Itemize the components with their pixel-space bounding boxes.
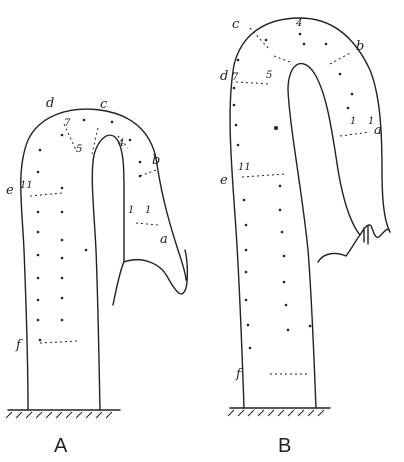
figure-a-number-5: 5	[76, 144, 82, 155]
figure-b-line-a	[340, 132, 370, 136]
figure-a-line-a	[136, 223, 158, 225]
figure-a-number-7: 7	[64, 118, 71, 129]
figure-b-line-c	[250, 28, 270, 50]
figure-b-number-11: 11	[238, 162, 251, 173]
figure-b-ground	[228, 408, 330, 416]
figure-b-line-11	[242, 174, 286, 177]
figure-b-caption: B	[278, 435, 291, 457]
figure-b-line-5	[274, 56, 290, 62]
figure-b-line-7	[236, 82, 270, 84]
figure-a-number-1b: 1	[145, 205, 151, 216]
figure-a-ground	[6, 410, 120, 418]
figure-a-label-f: f	[15, 338, 23, 353]
figure-b-label-e: e	[220, 173, 228, 188]
figure-b-number-4: 4	[295, 18, 302, 29]
figure-b-number-1b: 1	[368, 116, 374, 127]
figure-b-label-d: d	[220, 69, 228, 84]
figure-a-line-b	[140, 170, 156, 176]
figure-b-label-c: c	[232, 17, 240, 32]
figure-b-number-1a: 1	[350, 116, 356, 127]
figure-a-number-4: 4	[117, 138, 124, 149]
figure-a-caption: A	[54, 435, 68, 457]
figure-b-label-a: a	[374, 123, 382, 138]
figure-a-outer-outline	[21, 109, 186, 410]
figure-a-label-b: b	[152, 153, 160, 168]
figure-a-label-c: c	[100, 97, 108, 112]
figure-b-sheath	[318, 225, 390, 262]
figure-a-line-f	[40, 341, 78, 343]
figure-b-label-b: b	[356, 39, 364, 54]
figure-a: a b c d e f 11 7 5 4 1 1 A	[6, 96, 187, 457]
figure-b-label-f: f	[235, 367, 243, 382]
figure-b: a b c d e f 4 5 7 11 1 1 B	[220, 17, 390, 457]
figure-a-label-e: e	[6, 183, 14, 198]
figure-a-label-d: d	[46, 96, 54, 111]
figure-b-number-7: 7	[232, 72, 239, 83]
figure-a-number-1a: 1	[128, 205, 134, 216]
figure-a-line-11	[30, 193, 62, 196]
figure-a-label-a: a	[160, 232, 168, 247]
figure-a-inner-outline	[92, 135, 124, 410]
figure-a-number-11: 11	[20, 180, 33, 191]
figure-b-ink-marks	[233, 33, 354, 350]
figure-b-outer-outline	[230, 18, 390, 408]
figure-a-ink-marks	[37, 119, 142, 342]
figure-b-number-5: 5	[266, 70, 272, 81]
figure-b-line-b	[330, 52, 352, 64]
